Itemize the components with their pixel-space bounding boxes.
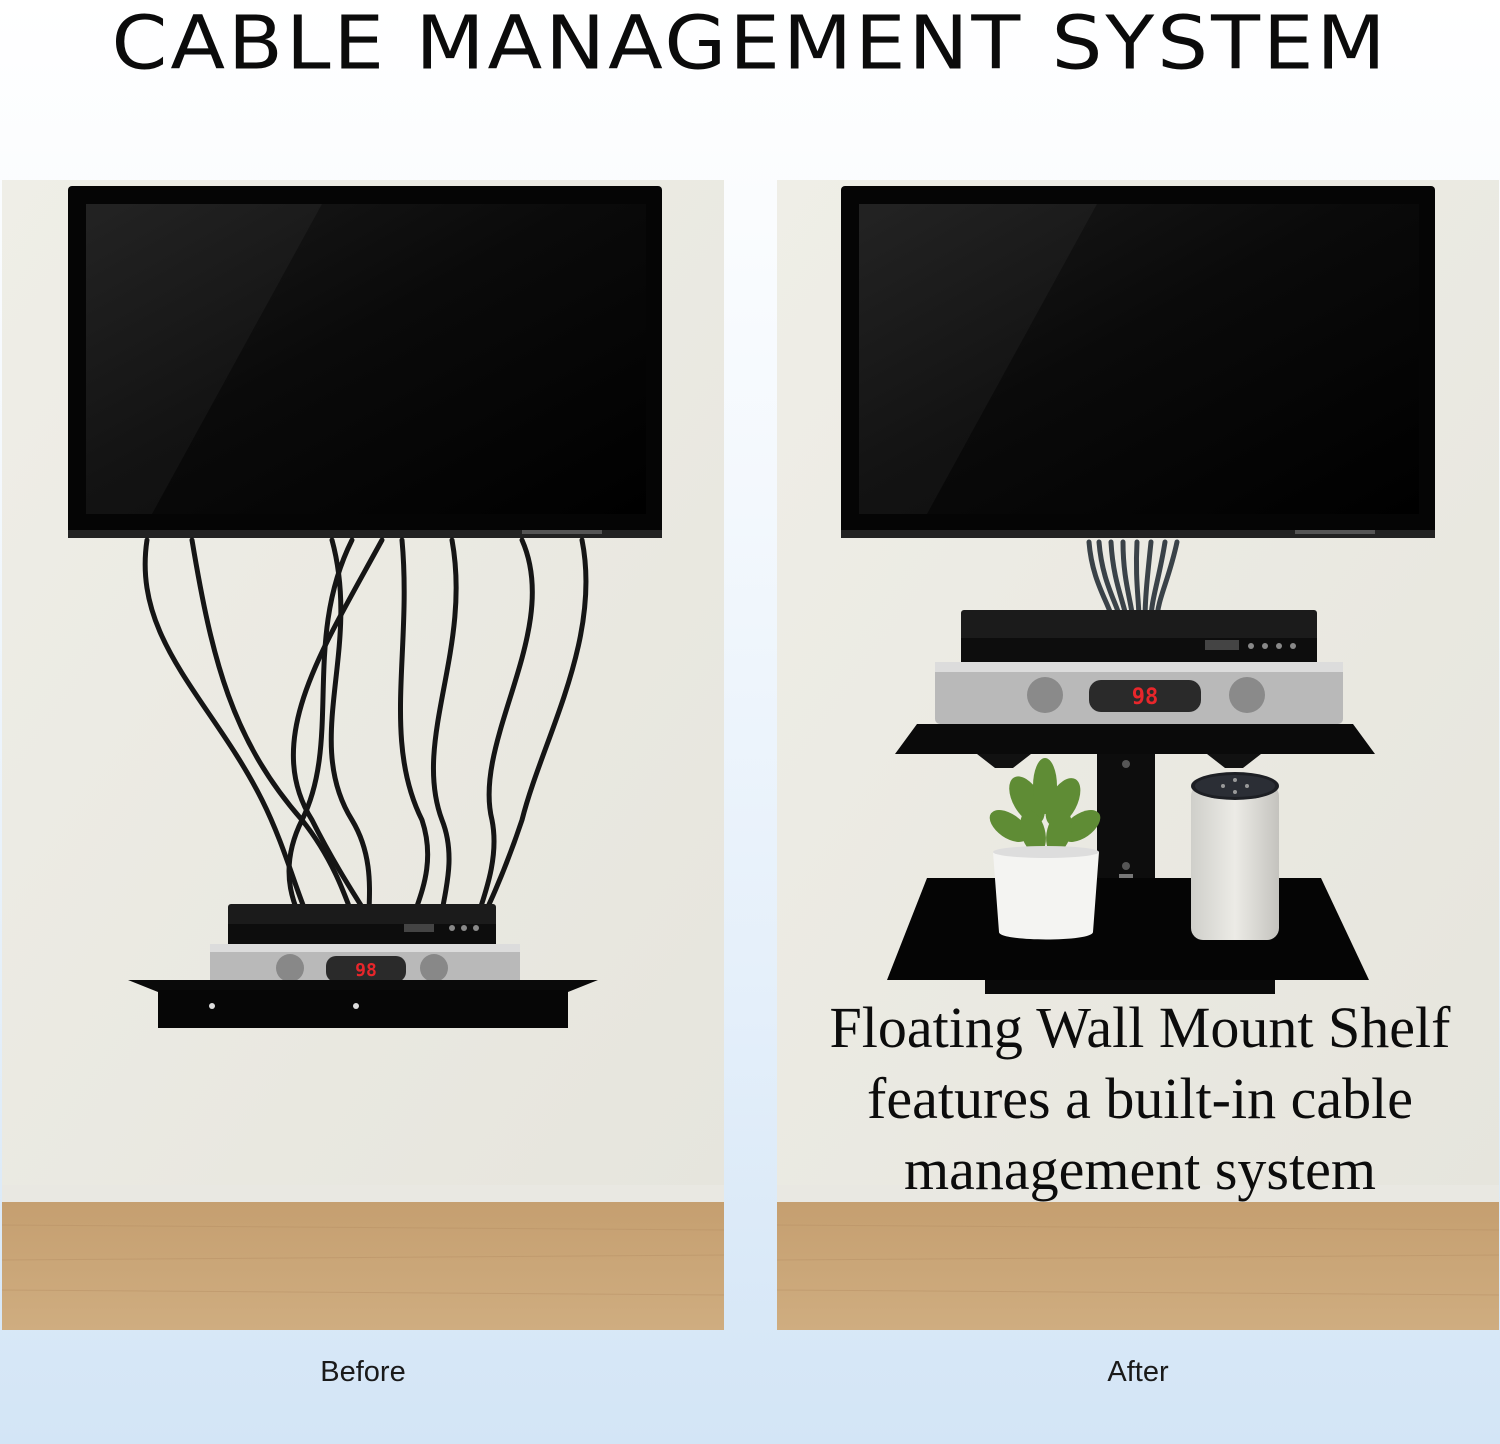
baseboard — [777, 1185, 1499, 1205]
blu-ray-player-icon — [961, 610, 1317, 662]
cable-box-display: 98 — [355, 960, 377, 981]
mount-column — [1097, 754, 1155, 886]
wood-floor — [2, 1202, 724, 1330]
plant-icon — [989, 758, 1101, 940]
feature-line-2: features a built-in cable — [867, 1066, 1413, 1131]
feature-description: Floating Wall Mount Shelf features a bui… — [800, 992, 1480, 1205]
smart-speaker-icon — [1191, 772, 1279, 940]
cable-box-icon: 98 — [935, 662, 1343, 724]
before-scene: 98 — [2, 180, 724, 1330]
tv-icon — [68, 186, 662, 538]
cable-box-icon: 98 — [210, 944, 520, 990]
floor-grain — [777, 1224, 1499, 1296]
tv-icon — [841, 186, 1435, 538]
blu-ray-player-icon — [228, 904, 496, 944]
before-panel: 98 — [2, 180, 724, 1330]
feature-line-3: management system — [904, 1137, 1376, 1202]
cable-box-display: 98 — [1132, 685, 1159, 710]
bottom-shelf — [887, 878, 1369, 994]
before-caption: Before — [320, 1356, 406, 1388]
floating-shelf — [128, 980, 598, 1028]
feature-line-1: Floating Wall Mount Shelf — [829, 995, 1451, 1060]
after-scene: 98 — [777, 180, 1499, 1330]
wood-floor — [777, 1202, 1499, 1330]
floor-grain — [2, 1224, 724, 1296]
page-headline: CABLE MANAGEMENT SYSTEM — [111, 0, 1389, 86]
baseboard — [2, 1185, 724, 1205]
after-panel: 98 — [777, 180, 1499, 1330]
top-shelf — [895, 724, 1375, 768]
after-caption: After — [1107, 1356, 1169, 1388]
